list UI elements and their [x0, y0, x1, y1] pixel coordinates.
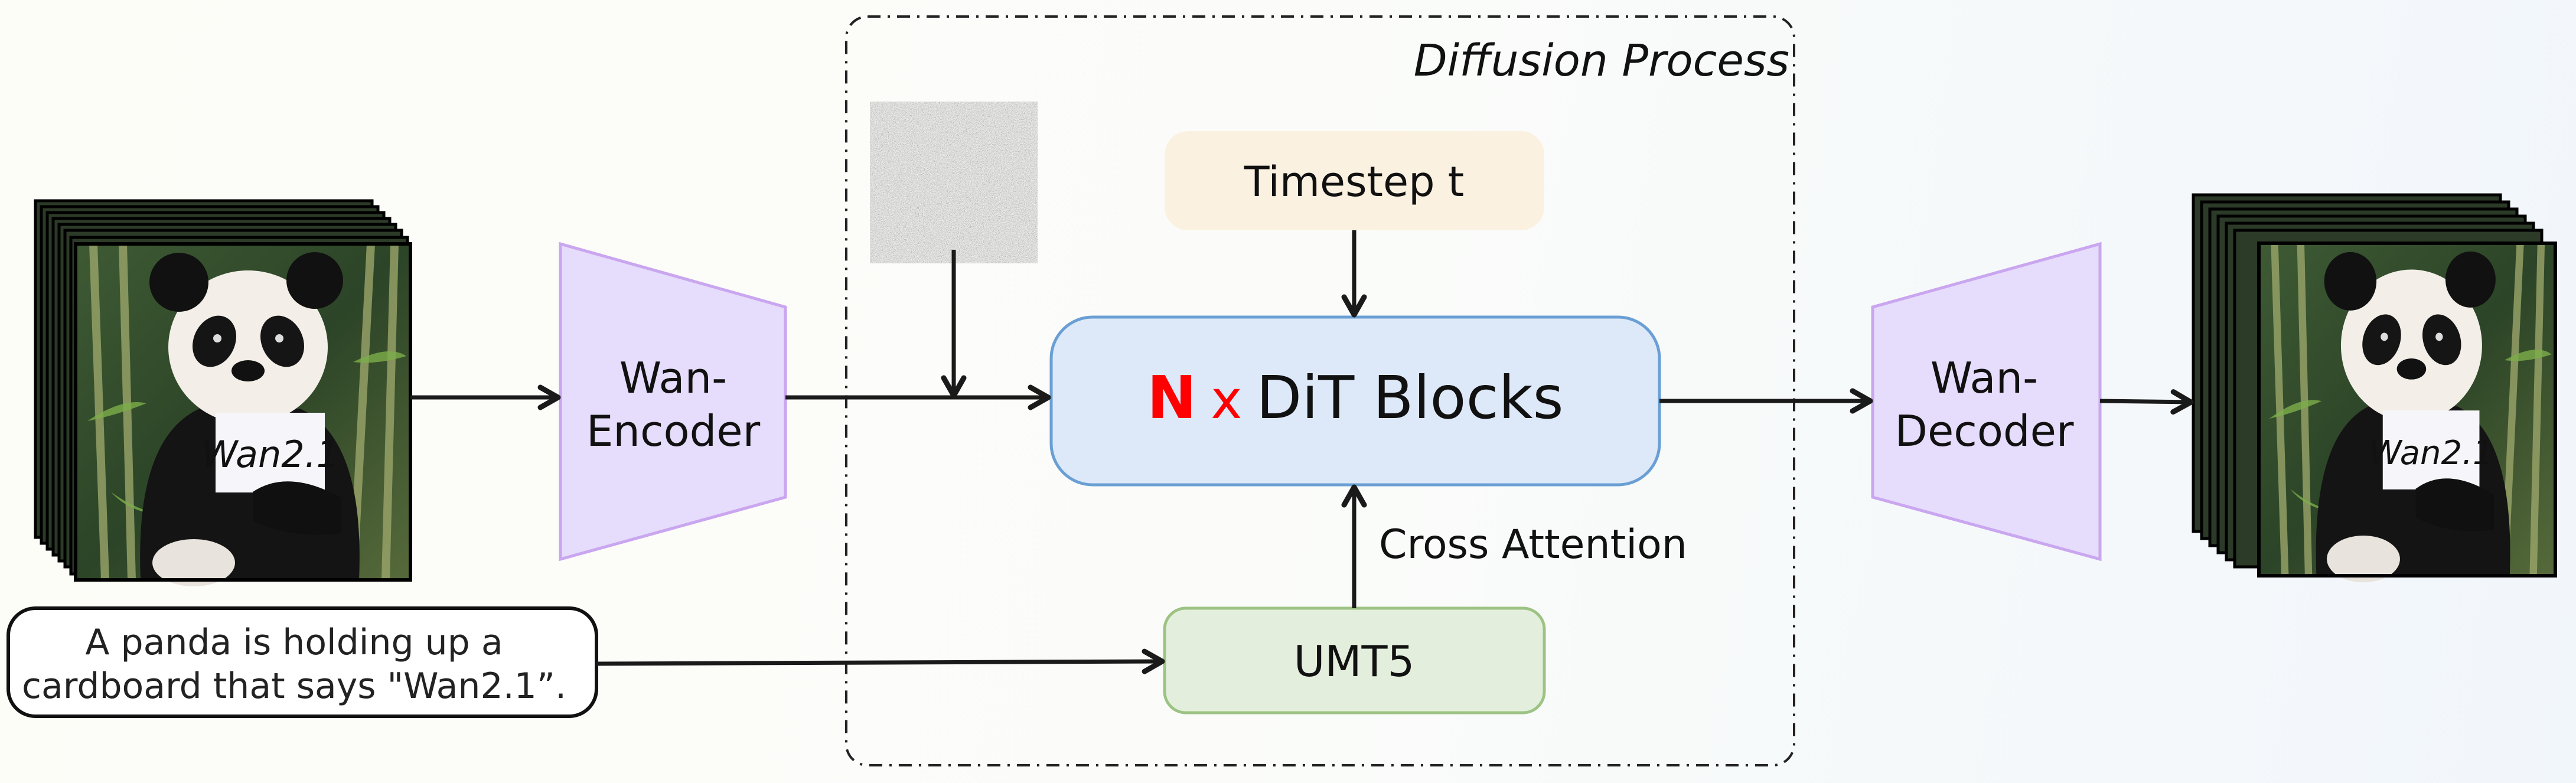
decoder-label-line1: Wan- — [1931, 353, 2038, 403]
arrows — [410, 230, 2194, 674]
diffusion-process-group — [845, 15, 1795, 766]
diffusion-process-label: Diffusion Process — [1414, 35, 1789, 86]
arrow-prompt-to-umt5 — [596, 648, 1165, 674]
dit-n: N — [1147, 363, 1196, 432]
wan-decoder — [1871, 242, 2102, 562]
cross-attention-label: Cross Attention — [1379, 521, 1687, 568]
decoder-label-line2: Decoder — [1895, 406, 2074, 456]
encoder-label-line1: Wan- — [619, 353, 727, 403]
input-video-frames — [34, 199, 410, 586]
prompt-line2: cardboard that says "Wan2.1”. — [22, 665, 566, 707]
dit-x: x — [1211, 369, 1242, 431]
prompt-line1: A panda is holding up a — [85, 622, 503, 663]
dit-label: DiT Blocks — [1256, 363, 1563, 432]
arrow-decoder-to-frames — [2099, 389, 2194, 415]
wan-encoder — [559, 242, 787, 562]
output-sign-text: Wan2.1 — [2369, 434, 2493, 472]
noise-latent — [884, 115, 1023, 250]
encoder-label-line2: Encoder — [586, 406, 761, 456]
output-video-frames — [2192, 193, 2555, 582]
timestep-box — [1165, 131, 1544, 230]
input-sign-text: Wan2.1 — [201, 433, 340, 476]
umt5-label: UMT5 — [1294, 637, 1415, 686]
timestep-label: Timestep t — [1244, 158, 1464, 206]
